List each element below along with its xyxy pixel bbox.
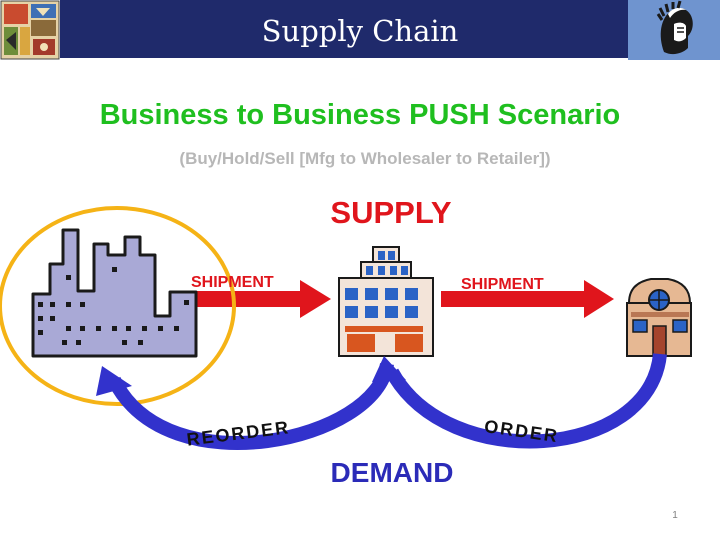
slide-subtitle: (Buy/Hold/Sell [Mfg to Wholesaler to Ret…: [179, 149, 551, 168]
demand-label: DEMAND: [330, 457, 454, 488]
spartan-helmet-icon: [628, 0, 720, 60]
supply-label: SUPPLY: [330, 195, 452, 230]
collage-logo-icon: [0, 0, 60, 60]
slide-title: Business to Business PUSH Scenario: [99, 99, 621, 131]
highlight-circle: [0, 206, 236, 406]
shipment-label-2: SHIPMENT: [461, 276, 544, 293]
shipment-label-1: SHIPMENT: [191, 274, 274, 291]
header-bar: [0, 0, 720, 58]
shipment-arrow-2: [441, 280, 614, 318]
storefront-icon: [626, 278, 692, 357]
factory-icon: [31, 228, 198, 358]
slide-header-title: Supply Chain: [261, 14, 459, 48]
page-number: 1: [672, 510, 678, 521]
office-building-icon: [338, 246, 434, 357]
reorder-arrow: [96, 362, 394, 450]
shipment-arrow-1: [178, 280, 331, 318]
order-arrow: [372, 353, 667, 449]
